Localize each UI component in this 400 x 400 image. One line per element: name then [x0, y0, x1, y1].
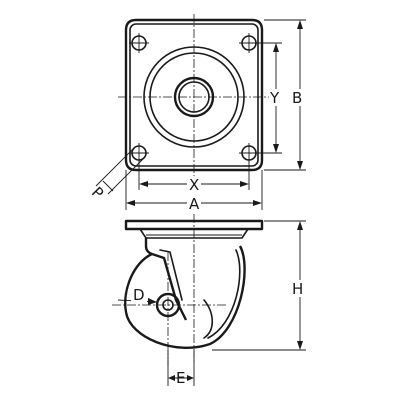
side-view-caster	[112, 214, 264, 366]
dimension-label-y: Y	[269, 89, 280, 107]
plate-outline	[124, 18, 264, 172]
dimension-label-p: P	[88, 183, 107, 202]
dimension-d: D	[117, 286, 157, 305]
fork-leg	[159, 249, 183, 301]
dimension-label-b: B	[292, 89, 302, 107]
wheel-hub-arc	[203, 299, 214, 339]
swivel-bearing	[139, 228, 249, 239]
wheel-outline	[124, 245, 246, 349]
dimension-e: E	[167, 350, 195, 387]
dimension-p: P	[88, 147, 145, 203]
dimension-label-e: E	[176, 369, 185, 387]
wheel-tread-inner	[207, 249, 241, 339]
dimension-label-h: H	[292, 280, 303, 298]
top-view-plate	[118, 14, 272, 178]
dimension-a: A	[125, 170, 263, 213]
fork-body	[144, 238, 188, 321]
dimension-h: H	[212, 220, 308, 351]
dimension-b: B	[264, 19, 306, 171]
dimension-label-d: D	[133, 286, 145, 304]
dimension-y: Y	[256, 42, 283, 154]
dimension-label-a: A	[189, 195, 200, 213]
dimension-x: X	[138, 160, 250, 194]
dimension-label-x: X	[189, 176, 199, 194]
bolt-hole-top-left	[129, 33, 149, 53]
